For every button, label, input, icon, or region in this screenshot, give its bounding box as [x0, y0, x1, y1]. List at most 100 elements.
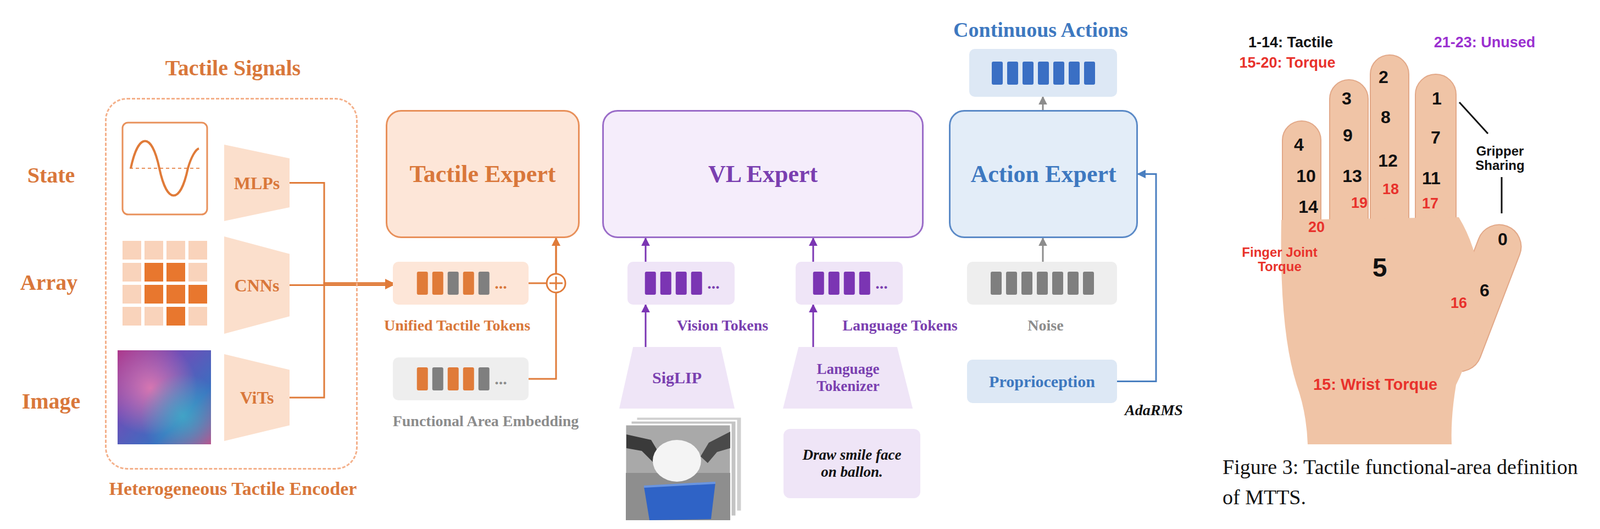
node-text: Draw smile face on ballon.: [792, 446, 911, 481]
token-bar: [416, 367, 428, 391]
node-text: ...: [494, 273, 508, 293]
connector-arrow: [289, 284, 393, 286]
token-bar: [462, 367, 474, 391]
token-bar: [991, 61, 1003, 85]
node-content: SigLIP: [652, 368, 702, 388]
callout-number: 9: [1342, 125, 1353, 146]
token-bar: [828, 271, 840, 295]
row-label: State: [27, 163, 76, 188]
encoder-block: CNNs: [224, 236, 290, 334]
tactile-image-icon: [117, 350, 211, 444]
token-bar: [843, 271, 855, 295]
state-signal-icon: [129, 167, 200, 169]
token-bar: [1022, 61, 1034, 85]
robot-photo: [700, 431, 731, 463]
node-content: [988, 271, 1097, 295]
node-content: Draw smile face on ballon.: [792, 446, 911, 481]
token-bar: [478, 271, 490, 295]
encoder-block: SigLIP: [619, 346, 735, 409]
sum-symbol: [555, 276, 558, 290]
node-text: ViTs: [240, 387, 275, 408]
node-content: Proprioception: [989, 371, 1096, 391]
robot-photo: [652, 439, 702, 482]
node-content: Language Tokenizer: [801, 360, 895, 395]
expert-box: VL Expert: [602, 109, 924, 238]
token-bar: [659, 271, 671, 295]
callout-number: 16: [1450, 295, 1468, 312]
state-signal-icon: [122, 122, 208, 215]
callout-number: 0: [1497, 229, 1508, 249]
array-grid-icon: [122, 284, 142, 304]
figure-caption: Figure 3: Tactile functional-area defini…: [1222, 451, 1591, 513]
encoder-block: Language Tokenizer: [782, 346, 913, 409]
node-heading: Language Tokens: [842, 316, 958, 335]
callout-number: 17: [1421, 195, 1439, 213]
expert-box: Action Expert: [948, 109, 1138, 238]
trapezoid-shape: [224, 144, 290, 221]
callout-number: 2: [1378, 67, 1389, 87]
node-content: Action Expert: [970, 159, 1116, 188]
array-grid-icon: [188, 284, 208, 304]
annotation-label: 21-23: Unused: [1434, 34, 1536, 52]
token-bar: [1052, 271, 1064, 295]
node-text: CNNs: [234, 274, 280, 296]
node-text: VL Expert: [708, 159, 818, 188]
array-grid-icon: [188, 262, 208, 282]
node-text: MLPs: [234, 172, 281, 193]
row-label: Array: [20, 270, 78, 295]
annotation-label: 15-20: Torque: [1239, 54, 1336, 72]
token-box: Continuous Actions: [969, 48, 1118, 97]
array-grid-icon: [144, 284, 164, 304]
robot-photo: [643, 482, 716, 487]
annotation-label: Gripper Sharing: [1469, 143, 1531, 174]
node-content: ...: [414, 271, 508, 295]
token-box: ...Vision Tokens: [627, 261, 735, 305]
annotation-label: Finger Joint Torque: [1238, 245, 1321, 275]
node-heading: Unified Tactile Tokens: [384, 316, 531, 335]
callout-number: 4: [1293, 135, 1304, 155]
token-box: ...Language Tokens: [795, 261, 903, 305]
array-grid-icon: [166, 306, 186, 326]
token-bar: [478, 367, 490, 391]
robot-photo: [643, 482, 716, 520]
callout-number: 20: [1308, 219, 1325, 236]
callout-number: 19: [1351, 195, 1368, 212]
array-grid-icon: [122, 240, 142, 260]
hand-illustration: [1370, 54, 1409, 242]
token-box: Noise: [967, 261, 1118, 305]
node-heading: Heterogeneous Tactile Encoder: [109, 477, 358, 499]
connector-arrow: [1042, 237, 1044, 262]
token-bar: [1036, 271, 1048, 295]
node-content: VL Expert: [708, 159, 818, 188]
sum-symbol: [546, 273, 566, 293]
node-heading: Continuous Actions: [953, 18, 1129, 43]
node-content: Tactile Expert: [409, 159, 557, 188]
token-bar: [675, 271, 687, 295]
connector-arrow: [528, 237, 557, 379]
encoder-block: MLPs: [224, 144, 290, 221]
token-bar: [462, 271, 474, 295]
sum-symbol: [546, 273, 566, 293]
hand-illustration: [1281, 54, 1529, 444]
array-grid-icon: [122, 262, 142, 282]
connector-arrow: [812, 237, 815, 262]
callout-number: 1: [1431, 89, 1442, 109]
token-bar: [1021, 271, 1033, 295]
callout-number: 11: [1421, 168, 1441, 188]
token-bar: [1084, 61, 1096, 85]
token-bar: [858, 271, 870, 295]
callout-number: 14: [1298, 197, 1319, 217]
row-label: Image: [21, 389, 81, 414]
node-text: ...: [707, 273, 720, 293]
token-bar: [990, 271, 1002, 295]
callout-number: 6: [1479, 280, 1490, 300]
edge-label: AdaRMS: [1122, 401, 1186, 419]
token-bar: [431, 271, 443, 295]
node-text: Language Tokenizer: [801, 360, 895, 395]
array-grid-icon: [144, 306, 164, 326]
callout-number: 13: [1342, 166, 1363, 186]
array-grid-icon: [122, 306, 142, 326]
node-content: ...: [810, 271, 888, 295]
leader-line: [1459, 102, 1488, 134]
connector-arrow: [289, 282, 393, 398]
